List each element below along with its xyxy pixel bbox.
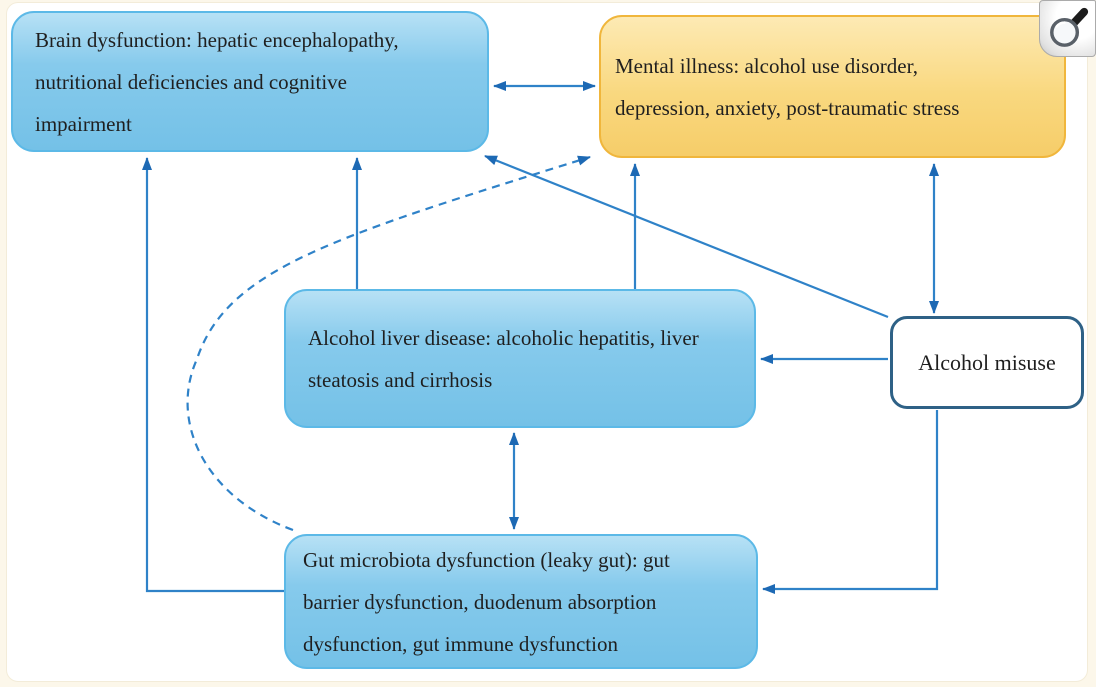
node-brain-dysfunction: Brain dysfunction: hepatic encephalopath… <box>11 11 489 152</box>
node-text-line: barrier dysfunction, duodenum absorption <box>303 589 657 614</box>
node-alcohol-misuse: Alcohol misuse <box>890 316 1084 409</box>
node-gut-microbiota-dysfunction: Gut microbiota dysfunction (leaky gut): … <box>284 534 758 669</box>
node-text-line: steatosis and cirrhosis <box>308 367 493 392</box>
figure-canvas: Brain dysfunction: hepatic encephalopath… <box>6 2 1088 682</box>
node-text-line: Mental illness: alcohol use disorder, <box>615 53 919 78</box>
node-text-line: nutritional deficiencies and cognitive <box>35 69 347 94</box>
node-text-line: Alcohol liver disease: alcoholic hepatit… <box>308 325 699 350</box>
node-text-line: dysfunction, gut immune dysfunction <box>303 631 618 656</box>
edge-misuse-gut <box>762 410 939 594</box>
node-alcohol-liver-disease: Alcohol liver disease: alcoholic hepatit… <box>284 289 756 428</box>
edge-gut-brain <box>142 157 284 593</box>
node-text-line: impairment <box>35 111 132 136</box>
node-text-line: depression, anxiety, post-traumatic stre… <box>615 95 960 120</box>
figure-zoom-button[interactable] <box>1039 0 1096 57</box>
magnifier-icon <box>1050 7 1089 47</box>
node-mental-illness: Mental illness: alcohol use disorder, de… <box>599 15 1066 158</box>
node-text-line: Brain dysfunction: hepatic encephalopath… <box>35 27 399 52</box>
node-text-line: Gut microbiota dysfunction (leaky gut): … <box>303 547 670 572</box>
node-text-line: Alcohol misuse <box>918 349 1056 375</box>
